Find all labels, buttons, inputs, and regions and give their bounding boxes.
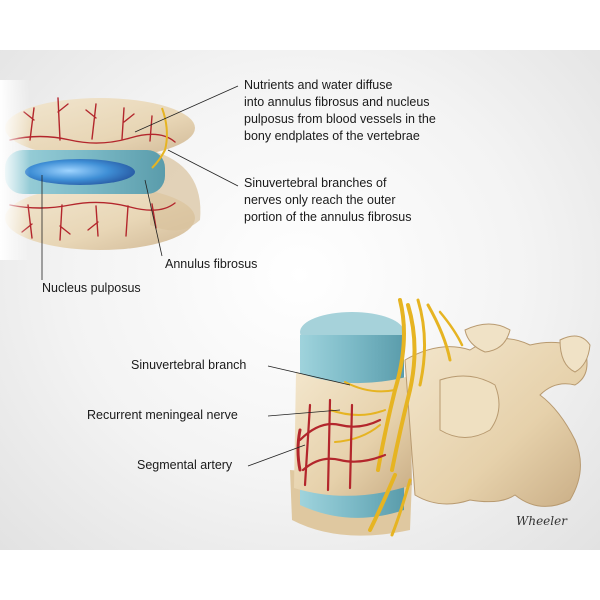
posterior-elements [404,323,591,507]
sinuvertebral-branches-leader [167,149,239,187]
upper-vertebra-inset [5,98,195,158]
vertebra-illustration [290,298,591,537]
sinuvertebral-nerve-inset [151,107,168,169]
sinuvertebral-branches-label: Sinuvertebral branches of nerves only re… [244,176,412,224]
segmental-artery [296,398,387,492]
sinuvertebral-branch-label: Sinuvertebral branch [131,358,247,372]
segmental-artery-leader [247,444,306,467]
recurrent-meningeal-nerve-label: Recurrent meningeal nerve [87,408,238,422]
artist-signature: Wheeler [516,514,567,528]
sinuvertebral-branch-leader [267,365,351,386]
segmental-artery-label: Segmental artery [137,458,233,472]
nucleus-pulposus-inset [25,159,135,185]
leader-lines [41,85,351,467]
nutrients-leader [134,85,239,133]
annulus-fibrosus-leader [144,179,163,257]
nutrients-label: Nutrients and water diffuse into annulus… [244,78,436,143]
recurrent-meningeal-nerve-leader [267,409,341,417]
spinal-nerves [329,298,464,537]
left-fade [0,80,30,260]
nucleus-pulposus-label: Nucleus pulposus [42,281,141,295]
annulus-fibrosus-label: Annulus fibrosus [165,257,258,271]
disc-cross-section-inset [0,80,201,260]
lower-vertebra-inset [5,186,195,250]
vertebral-body [294,372,412,496]
